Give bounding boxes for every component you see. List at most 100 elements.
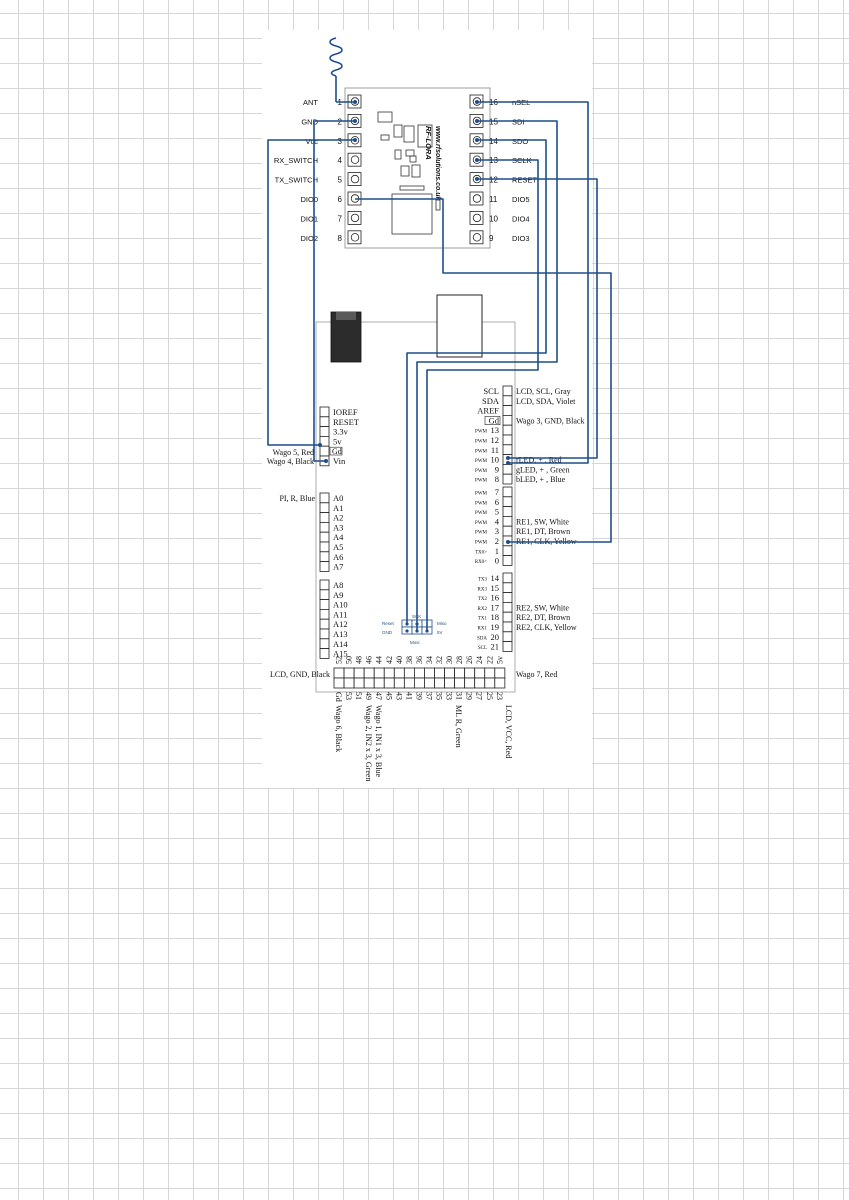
pin-note: RE2, SW, White	[516, 603, 569, 612]
icsp-label-reset: Reset	[382, 621, 395, 626]
header-pin	[484, 677, 496, 689]
bottom-top-label: 50	[345, 656, 354, 664]
header-pin	[353, 667, 365, 679]
header-pin	[502, 444, 513, 455]
pin-prefix: PWM	[475, 492, 488, 497]
module-outline	[344, 87, 491, 249]
pin-hole	[350, 213, 360, 223]
pin-prefix: RX1	[478, 627, 488, 632]
pin-note: LCD, SDA, Violet	[516, 397, 576, 406]
pin-hole	[350, 155, 360, 164]
pin-pad	[347, 210, 362, 225]
pin-prefix: SDA	[477, 636, 487, 641]
module-pin-label: DIO5	[512, 195, 530, 204]
module-pin-label: DIO0	[300, 195, 318, 204]
pin-prefix: TX1	[478, 617, 488, 622]
bottom-top-label: 36	[415, 656, 424, 664]
header-pin	[502, 545, 513, 556]
power-jack-top	[336, 312, 356, 320]
digital-pin-label: 19	[491, 622, 500, 632]
module-pin-label: GND	[301, 117, 318, 126]
wire-sdo	[406, 139, 547, 624]
header-pin	[403, 677, 415, 689]
header-pin	[319, 551, 330, 562]
header-pin	[454, 677, 466, 689]
wire-junction	[353, 100, 357, 104]
header-pin	[333, 677, 345, 689]
bottom-bottom-label: 29	[465, 692, 474, 700]
pin-note: RE2, CLK, Yellow	[516, 623, 577, 632]
module-pin-number: 4	[338, 156, 343, 165]
header-pin	[464, 677, 476, 689]
digital-pin-label: 3	[495, 526, 499, 536]
digital-pin-label: 20	[491, 632, 500, 642]
pin-prefix: PWM	[475, 479, 488, 484]
bottom-bottom-label: 51	[354, 692, 363, 700]
header-pin	[502, 414, 513, 426]
bottom-bottom-label: 37	[424, 692, 433, 700]
module-pin-label: DIO1	[300, 214, 318, 223]
header-pin	[502, 463, 513, 475]
bottom-bottom-label: 33	[445, 692, 454, 700]
digital-pin-label: AREF	[477, 406, 499, 416]
header-pin	[434, 677, 445, 689]
pin-prefix: PWM	[475, 469, 488, 474]
header-pin	[494, 667, 506, 679]
pin-hole	[350, 174, 360, 184]
bottom-top-label: 5v	[495, 656, 504, 664]
analog-pin-label: A4	[333, 532, 344, 542]
module-pin-number: 15	[489, 117, 498, 126]
header-pin	[502, 506, 513, 517]
digital-pin-label: 7	[495, 487, 499, 497]
digital-pin-label: 15	[491, 583, 500, 593]
pin-prefix: RX0<	[475, 560, 487, 565]
power-pin-label: 3.3v	[333, 427, 349, 437]
header-pin	[474, 677, 486, 689]
header-pin	[502, 572, 513, 584]
rf-lora-module: www.rfsolutions.co.uk RF-LORA 1ANT2GND3V…	[274, 87, 537, 249]
wire-dio0	[355, 198, 612, 543]
analog-pin-label: A13	[333, 629, 348, 639]
gd-box	[484, 416, 501, 425]
header-pin	[494, 677, 506, 689]
header-pin	[403, 667, 415, 679]
header-pin	[502, 486, 513, 498]
header-pin	[502, 602, 513, 613]
header-pin	[319, 609, 330, 620]
bottom-top-label: 34	[425, 656, 434, 664]
header-pin	[434, 667, 445, 679]
gd-box	[329, 446, 343, 456]
module-pin-rx-switch: 4RX_SWITCH	[274, 152, 362, 167]
digital-pin-label: 17	[491, 602, 500, 612]
digital-pin-label: SCL	[483, 386, 499, 396]
bottom-top-label: 26	[465, 656, 474, 664]
pin-pad	[347, 230, 362, 245]
module-model-label: RF-LORA	[424, 126, 433, 160]
analog-pin-label: A5	[333, 542, 343, 552]
wire-junction	[475, 158, 479, 162]
wire-reset	[477, 178, 598, 459]
power-note-wago4: Wago 4, Black	[267, 457, 314, 466]
digital-pin-label: 6	[495, 497, 499, 507]
pin-prefix: SCL	[478, 646, 487, 651]
header-pin	[319, 561, 330, 572]
header-pin	[393, 677, 405, 689]
header-pin	[319, 502, 330, 513]
bottom-vertical-note: Wago 2, IN2 x 3, Green	[364, 705, 373, 781]
header-pin	[502, 592, 513, 603]
header-pin	[424, 667, 435, 679]
pin-prefix: PWM	[475, 459, 488, 464]
pin-note: gLED, + , Green	[516, 465, 570, 474]
analog-pin-label: A2	[333, 513, 343, 523]
wire-gnd	[313, 120, 355, 462]
header-pin	[319, 522, 330, 533]
pin-hole	[472, 213, 482, 223]
bottom-bottom-label: 39	[414, 692, 423, 700]
analog-pin-label: A0	[333, 493, 343, 503]
header-pin	[373, 667, 385, 679]
module-pin-number: 14	[489, 137, 498, 146]
digital-pin-label: 2	[495, 536, 499, 546]
